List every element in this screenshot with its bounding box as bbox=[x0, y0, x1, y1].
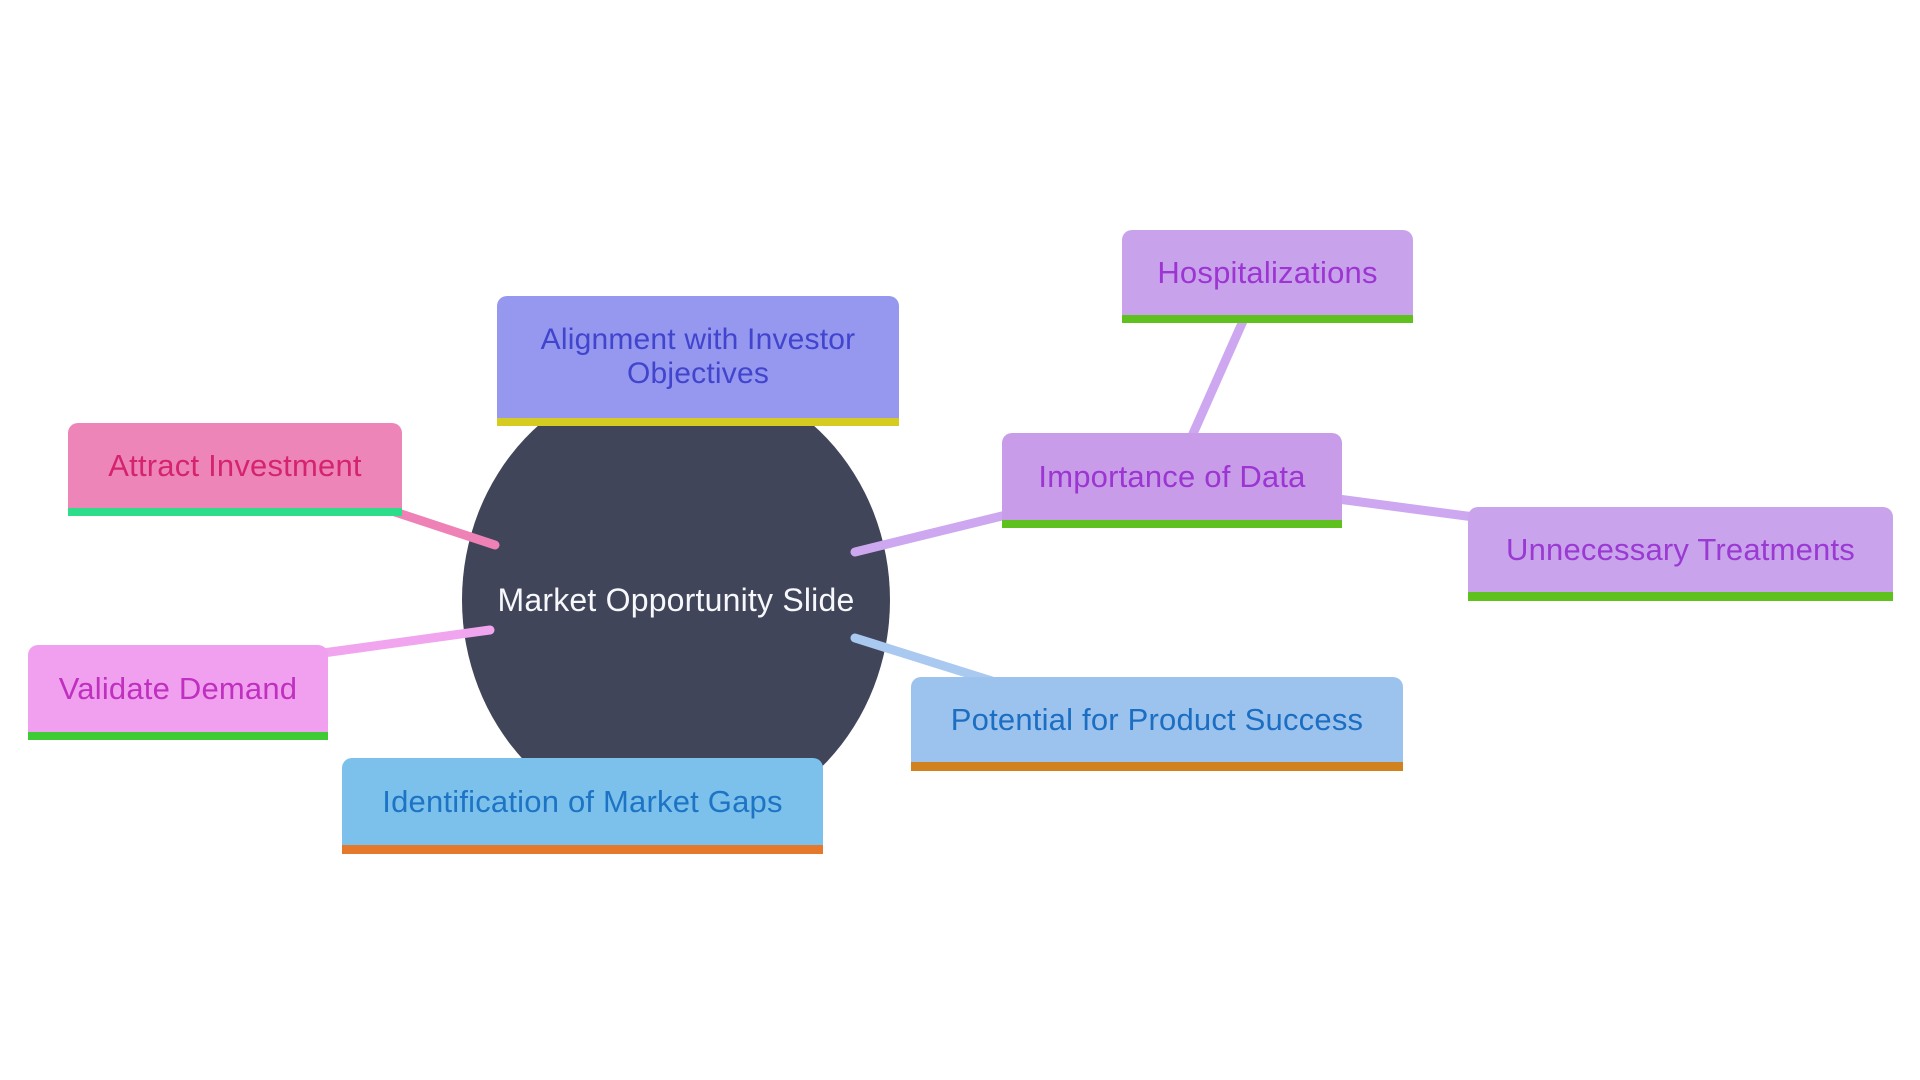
node-attract-investment[interactable]: Attract Investment bbox=[68, 423, 402, 516]
central-node[interactable]: Market Opportunity Slide bbox=[462, 372, 890, 828]
node-alignment-with-investor-objectives[interactable]: Alignment with Investor Objectives bbox=[497, 296, 899, 426]
node-label: Identification of Market Gaps bbox=[382, 783, 783, 819]
central-node-label: Market Opportunity Slide bbox=[497, 581, 855, 618]
node-underline-accent bbox=[1002, 520, 1342, 528]
node-validate-demand[interactable]: Validate Demand bbox=[28, 645, 328, 740]
node-underline-accent bbox=[342, 845, 823, 854]
node-label: Importance of Data bbox=[1038, 458, 1306, 494]
node-label: Attract Investment bbox=[108, 447, 362, 483]
node-label: Hospitalizations bbox=[1157, 254, 1378, 290]
node-importance-of-data[interactable]: Importance of Data bbox=[1002, 433, 1342, 528]
node-underline-accent bbox=[1122, 315, 1413, 323]
node-underline-accent bbox=[911, 762, 1403, 771]
node-underline-accent bbox=[1468, 592, 1893, 601]
node-underline-accent bbox=[68, 508, 402, 516]
node-unnecessary-treatments[interactable]: Unnecessary Treatments bbox=[1468, 507, 1893, 601]
node-label: Potential for Product Success bbox=[950, 701, 1364, 737]
node-underline-accent bbox=[28, 732, 328, 740]
node-identification-of-market-gaps[interactable]: Identification of Market Gaps bbox=[342, 758, 823, 854]
node-potential-for-product-success[interactable]: Potential for Product Success bbox=[911, 677, 1403, 771]
connector-importance-to-hospitalizations bbox=[1187, 316, 1248, 441]
node-hospitalizations[interactable]: Hospitalizations bbox=[1122, 230, 1413, 323]
node-underline-accent bbox=[497, 418, 899, 426]
node-label: Unnecessary Treatments bbox=[1506, 531, 1855, 567]
connector-importance-to-unnecessary-treatments bbox=[1333, 494, 1479, 522]
node-label: Alignment with Investor Objectives bbox=[540, 322, 856, 391]
node-label: Validate Demand bbox=[58, 670, 298, 706]
